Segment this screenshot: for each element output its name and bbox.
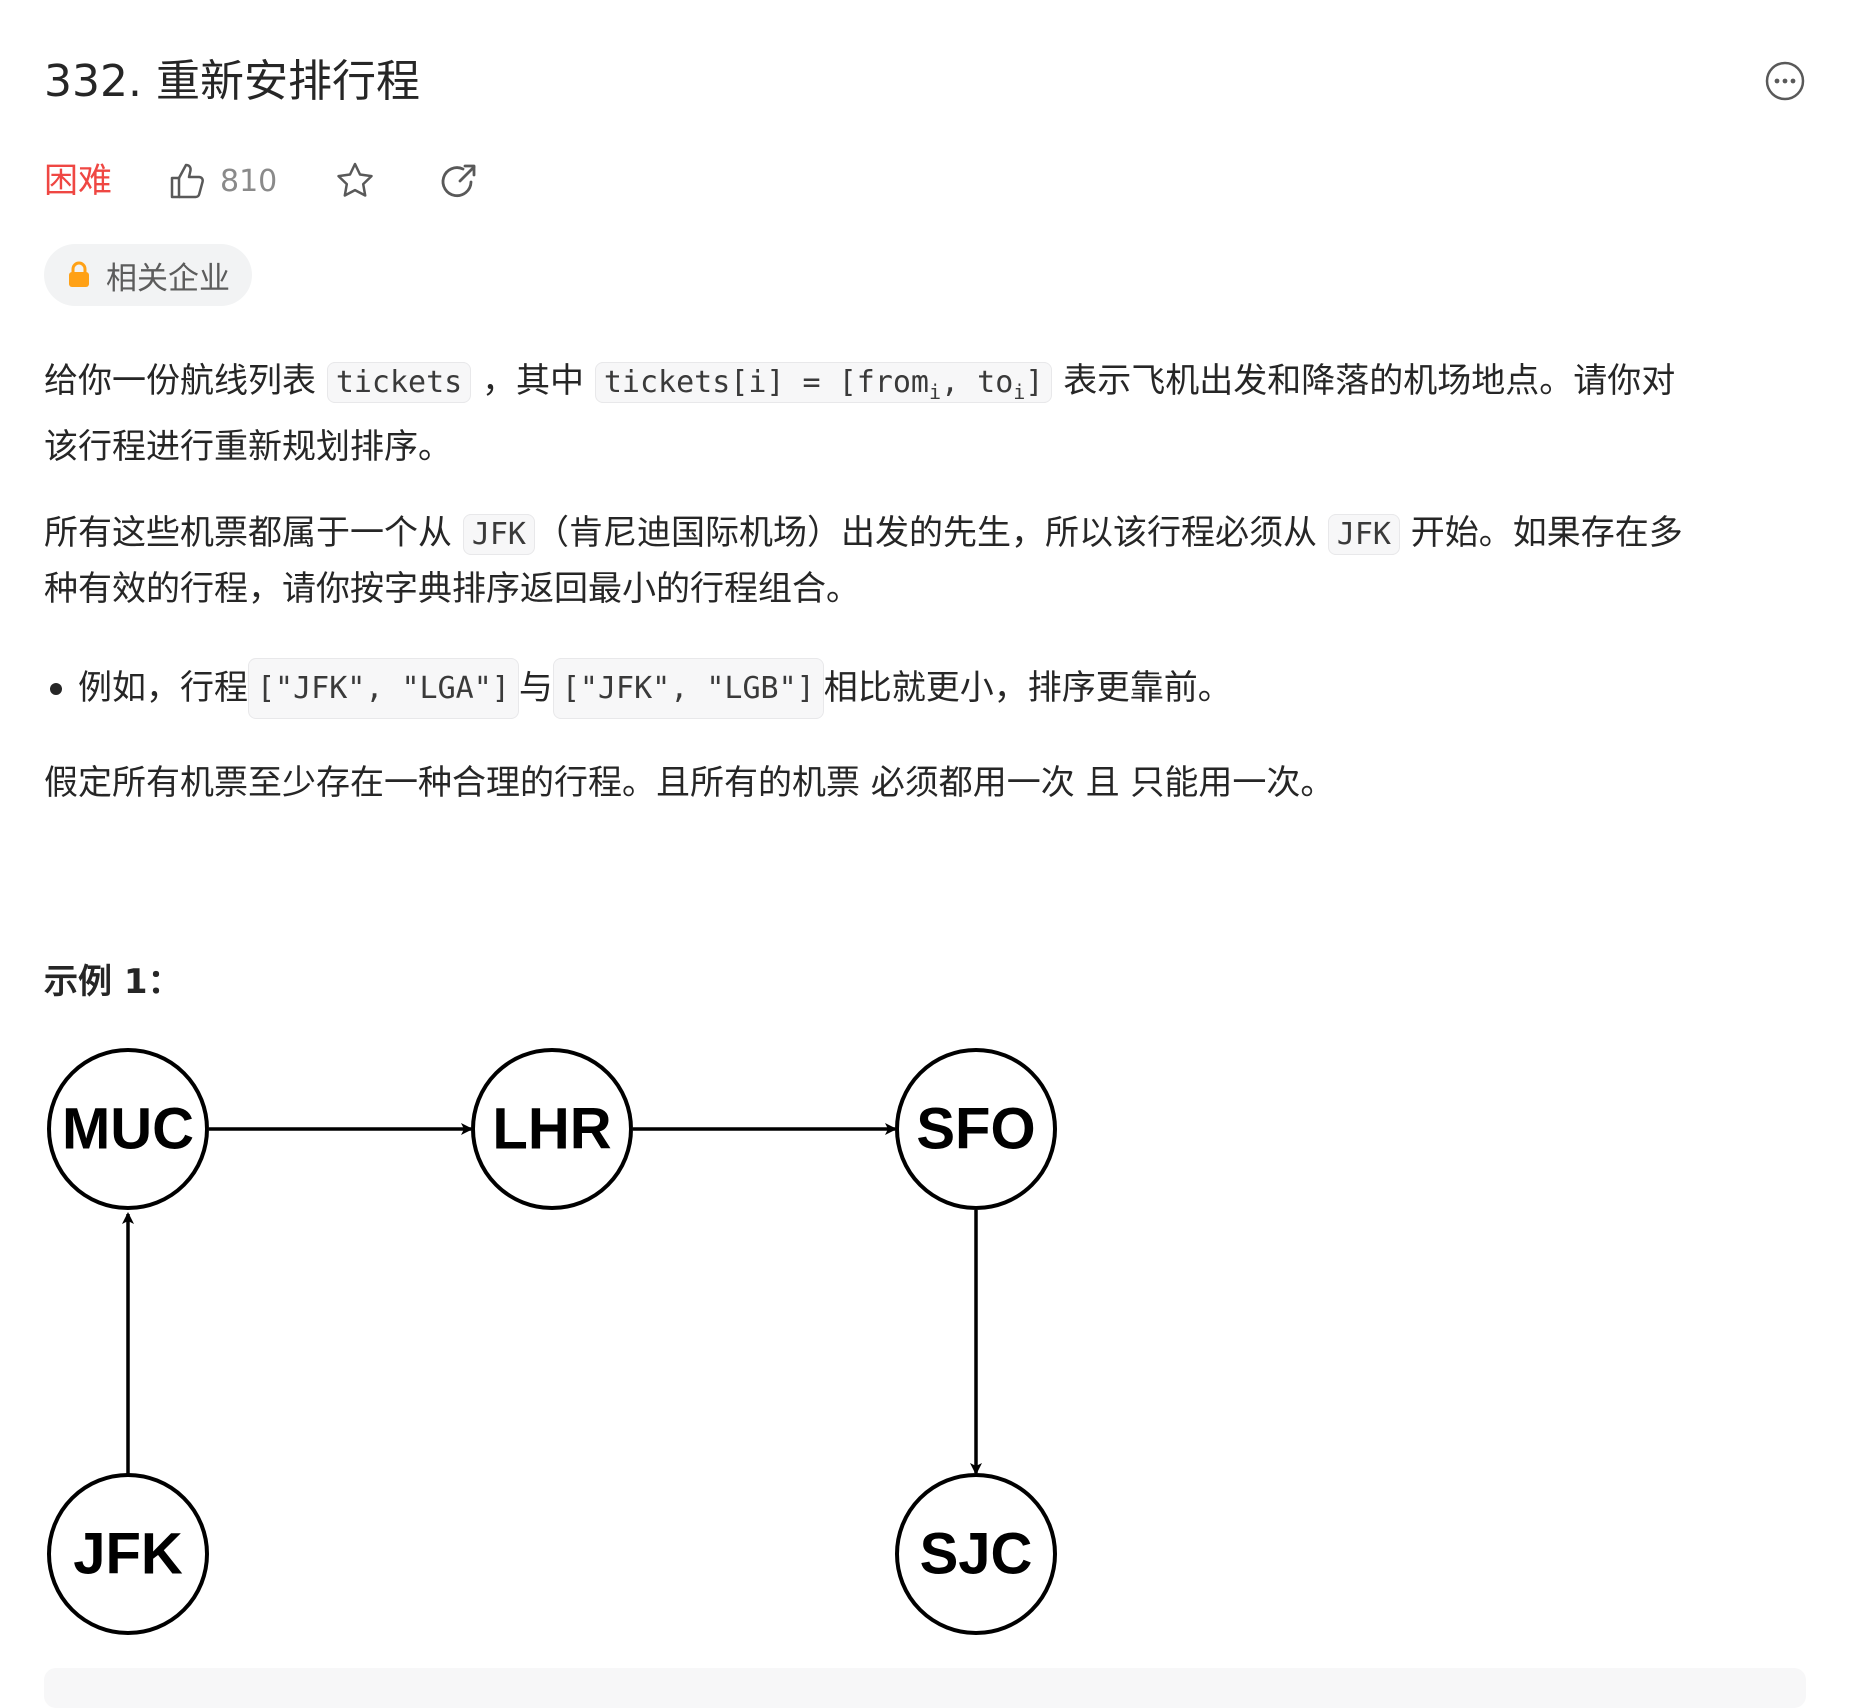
inline-code-jfk: JFK [1327,514,1400,555]
code-text: ] [1025,365,1044,400]
graph-node-sjc: SJC [895,1473,1057,1635]
title-row: 332. 重新安排行程 [44,52,1806,112]
inline-code-tickets-def: tickets[i] = [fromi, toi] [594,362,1053,404]
problem-title: 332. 重新安排行程 [44,56,420,107]
description-paragraph-3: 假定所有机票至少存在一种合理的行程。且所有的机票 必须都用一次 且 只能用一次。 [44,763,1335,803]
text: 开始。如果存在多 [1400,513,1683,553]
node-label: LHR [492,1097,611,1162]
meta-row: 困难 810 [44,156,539,206]
itinerary-graph: MUC LHR SFO JFK SJC [47,1048,1057,1635]
favorite-button[interactable] [331,157,379,205]
more-options-button[interactable] [1764,60,1806,102]
inline-code-tickets: tickets [326,362,472,403]
difficulty-badge: 困难 [44,161,112,201]
node-label: MUC [62,1097,194,1162]
example-bullet: 例如，行程 ["JFK", "LGA"] 与 ["JFK", "LGB"] 相比… [44,658,1232,719]
inline-code-lgb: ["JFK", "LGB"] [552,658,824,719]
text: （肯尼迪国际机场）出发的先生，所以该行程必须从 [535,513,1328,553]
like-button[interactable]: 810 [168,161,277,201]
text: 表示飞机出发和降落的机场地点。请你对 [1052,361,1676,401]
graph-node-lhr: LHR [471,1048,633,1210]
like-count: 810 [220,163,278,199]
graph-node-sfo: SFO [895,1048,1057,1210]
code-subscript: i [1013,380,1026,404]
text: ，其中 [471,361,595,401]
share-icon [441,164,476,198]
text: 相比就更小，排序更靠前。 [823,668,1232,708]
description-paragraph-2: 所有这些机票都属于一个从 JFK（肯尼迪国际机场）出发的先生，所以该行程必须从 … [44,506,1806,617]
graph-node-muc: MUC [47,1048,209,1210]
description-paragraph-1: 给你一份航线列表 tickets ，其中 tickets[i] = [fromi… [44,354,1806,475]
node-label: SFO [916,1097,1035,1162]
share-button[interactable] [435,157,483,205]
example-title: 示例 1： [44,962,182,1002]
thumb-up-icon [170,163,204,199]
text: 种有效的行程，请你按字典排序返回最小的行程组合。 [44,569,860,609]
code-text: tickets[i] = [from [603,365,929,400]
node-label: JFK [73,1522,183,1587]
code-text: , to [941,365,1014,400]
bullet-dot [50,682,62,695]
text: 给你一份航线列表 [44,361,327,401]
inline-code-jfk: JFK [462,514,535,555]
more-icon [1765,61,1805,101]
related-companies-tag[interactable]: 相关企业 [44,244,252,306]
star-icon [337,162,374,197]
text: 所有这些机票都属于一个从 [44,513,463,553]
example-code-block [44,1668,1806,1708]
code-subscript: i [928,380,942,404]
node-label: SJC [920,1522,1033,1587]
inline-code-lga: ["JFK", "LGA"] [248,658,519,719]
text: 例如，行程 [78,668,248,708]
graph-node-jfk: JFK [47,1473,209,1635]
lock-icon [69,261,89,287]
text: 该行程进行重新规划排序。 [44,427,452,467]
related-companies-label: 相关企业 [106,260,230,297]
text: 与 [518,668,553,708]
